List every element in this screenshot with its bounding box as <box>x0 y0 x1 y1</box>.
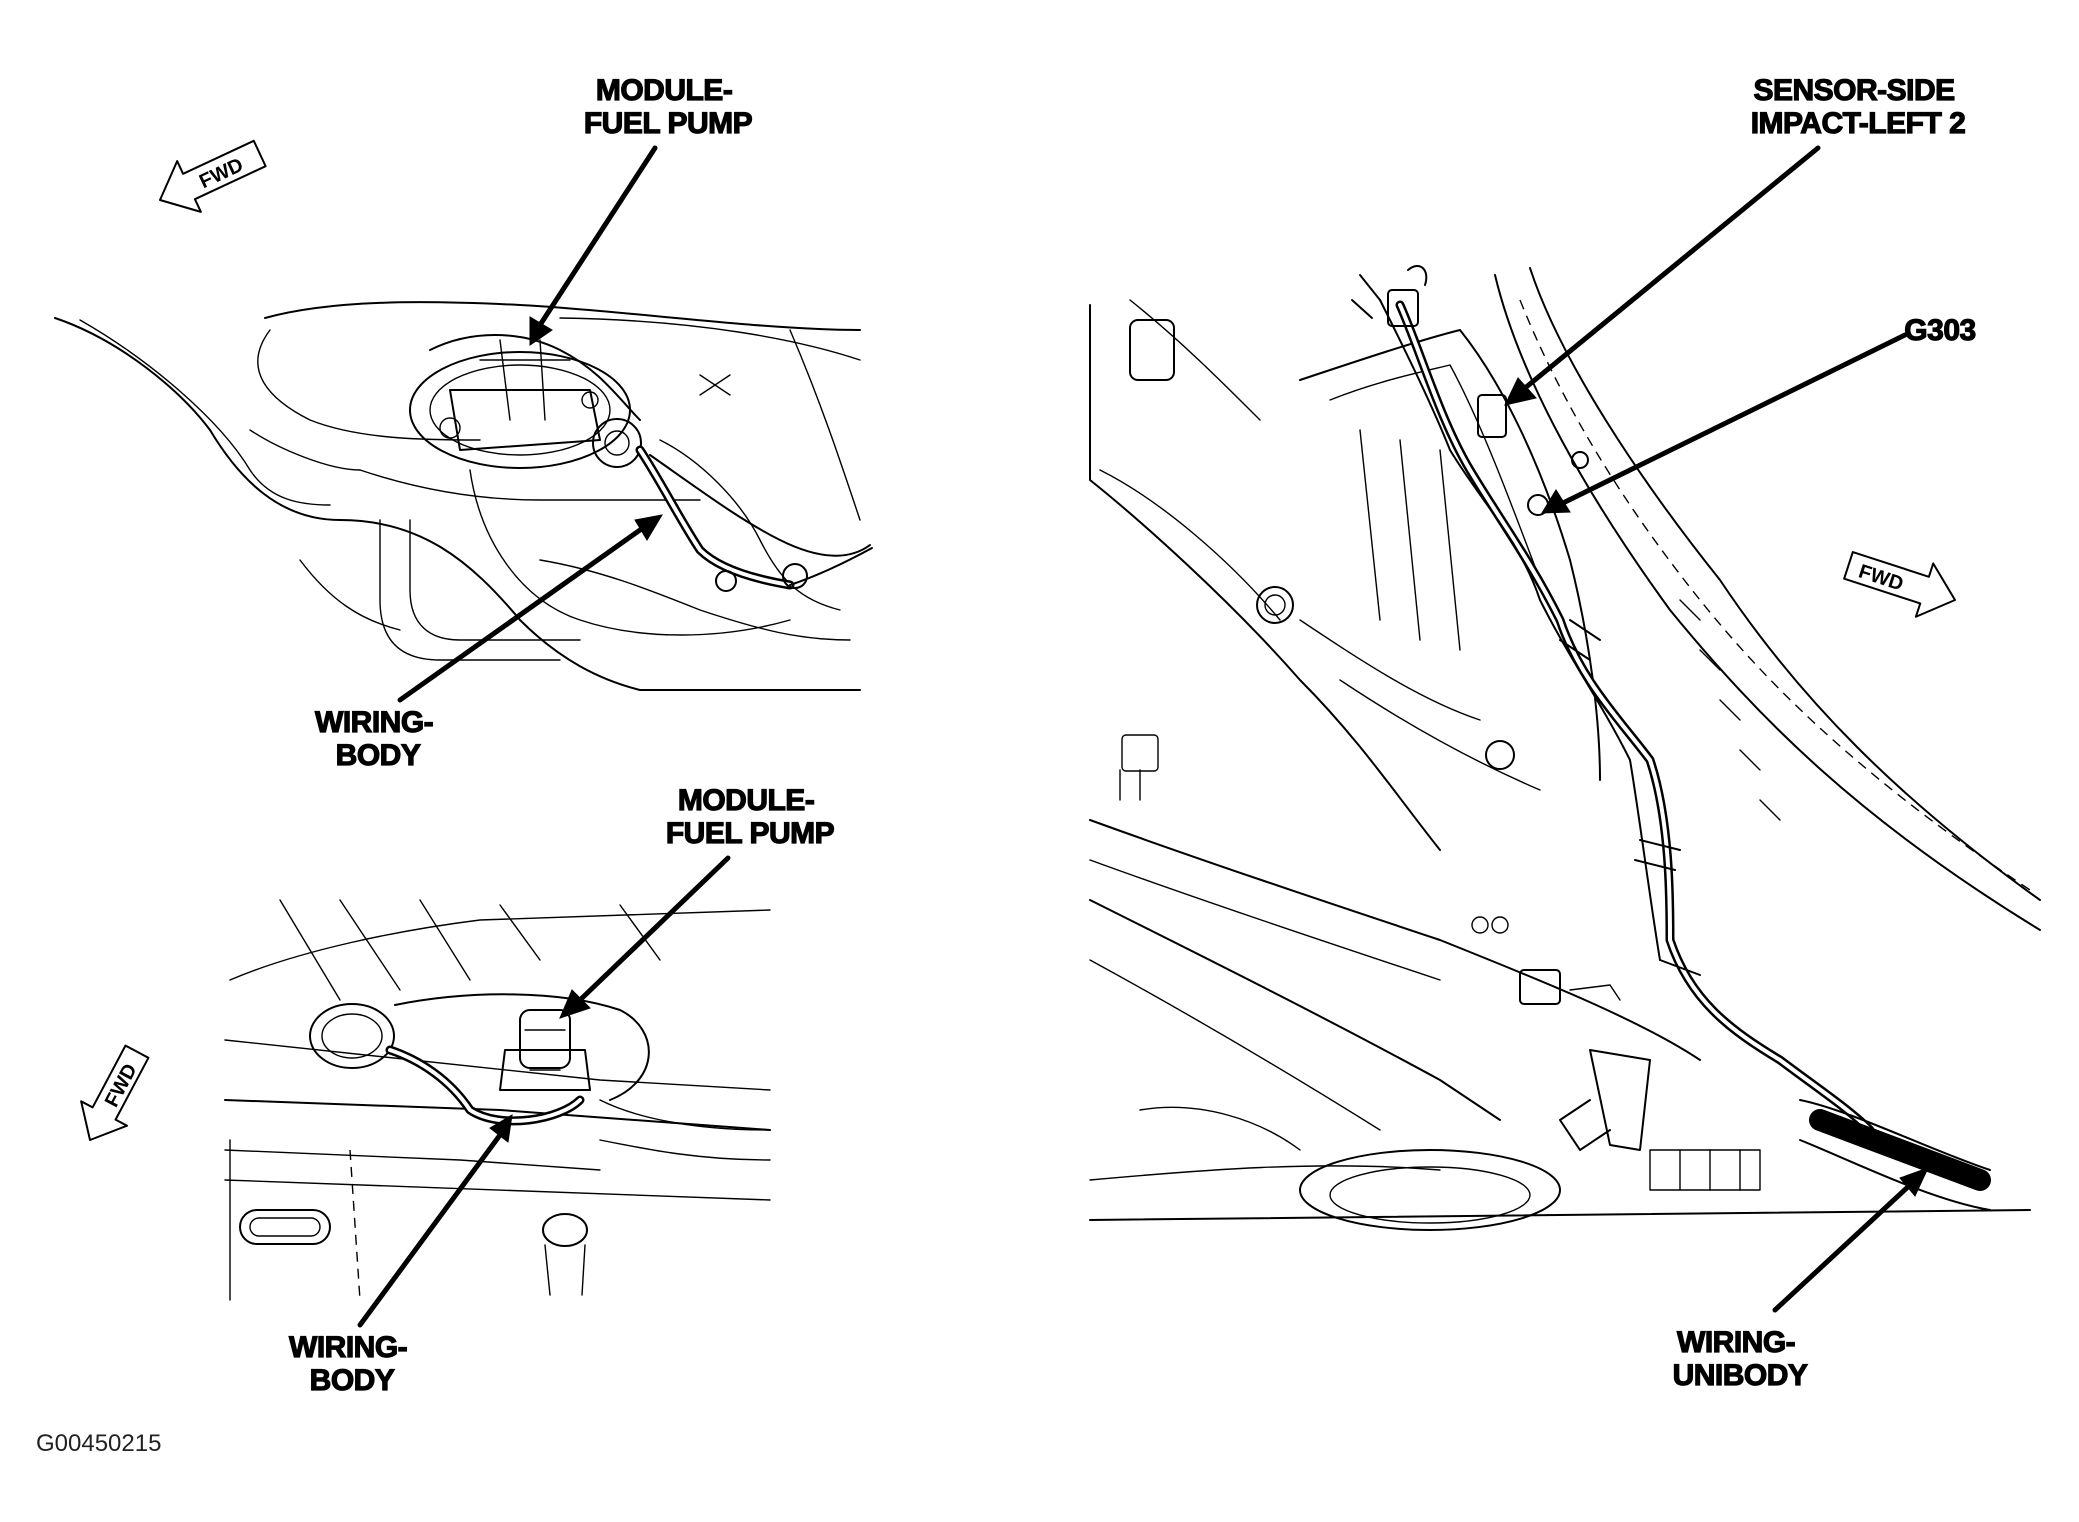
leader-top-left-module <box>537 145 658 328</box>
fwd-arrow-bottom-left: FWD <box>80 1044 150 1141</box>
label-top-left-wiring: WIRING- BODY <box>315 706 441 772</box>
label-top-left-module: MODULE- FUEL PUMP <box>584 74 752 140</box>
figure-id: G00450215 <box>36 1430 161 1457</box>
label-g303: G303 <box>1904 314 1975 347</box>
leader-g303 <box>1562 332 1908 505</box>
label-bottom-left-module: MODULE- FUEL PUMP <box>666 784 834 850</box>
fwd-arrow-right: FWD <box>1843 551 1956 618</box>
label-wiring-unibody: WIRING- UNIBODY <box>1673 1326 1808 1392</box>
leader-bottom-left-wiring <box>357 1132 503 1328</box>
leader-sensor-side-impact <box>1522 145 1821 391</box>
leader-top-left-wiring <box>397 527 643 703</box>
top-left-view: FWD <box>54 73 873 773</box>
label-sensor-side-impact: SENSOR-SIDE IMPACT-LEFT 2 <box>1751 74 1966 140</box>
fuel-tank-body-outline <box>54 301 873 691</box>
bottom-left-view: FWD <box>80 783 835 1398</box>
label-bottom-left-wiring: WIRING- BODY <box>289 1331 415 1397</box>
unibody-harness <box>1351 265 1991 1211</box>
leader-wiring-unibody <box>1772 1182 1913 1313</box>
fwd-arrow-top-left: FWD <box>159 139 267 213</box>
quarter-panel-outline <box>1089 267 2041 1231</box>
right-view: FWD <box>1089 73 2041 1393</box>
floor-pan-outline <box>224 899 771 1301</box>
leader-bottom-left-module <box>577 855 731 1003</box>
fwd-label: FWD <box>101 1060 142 1111</box>
